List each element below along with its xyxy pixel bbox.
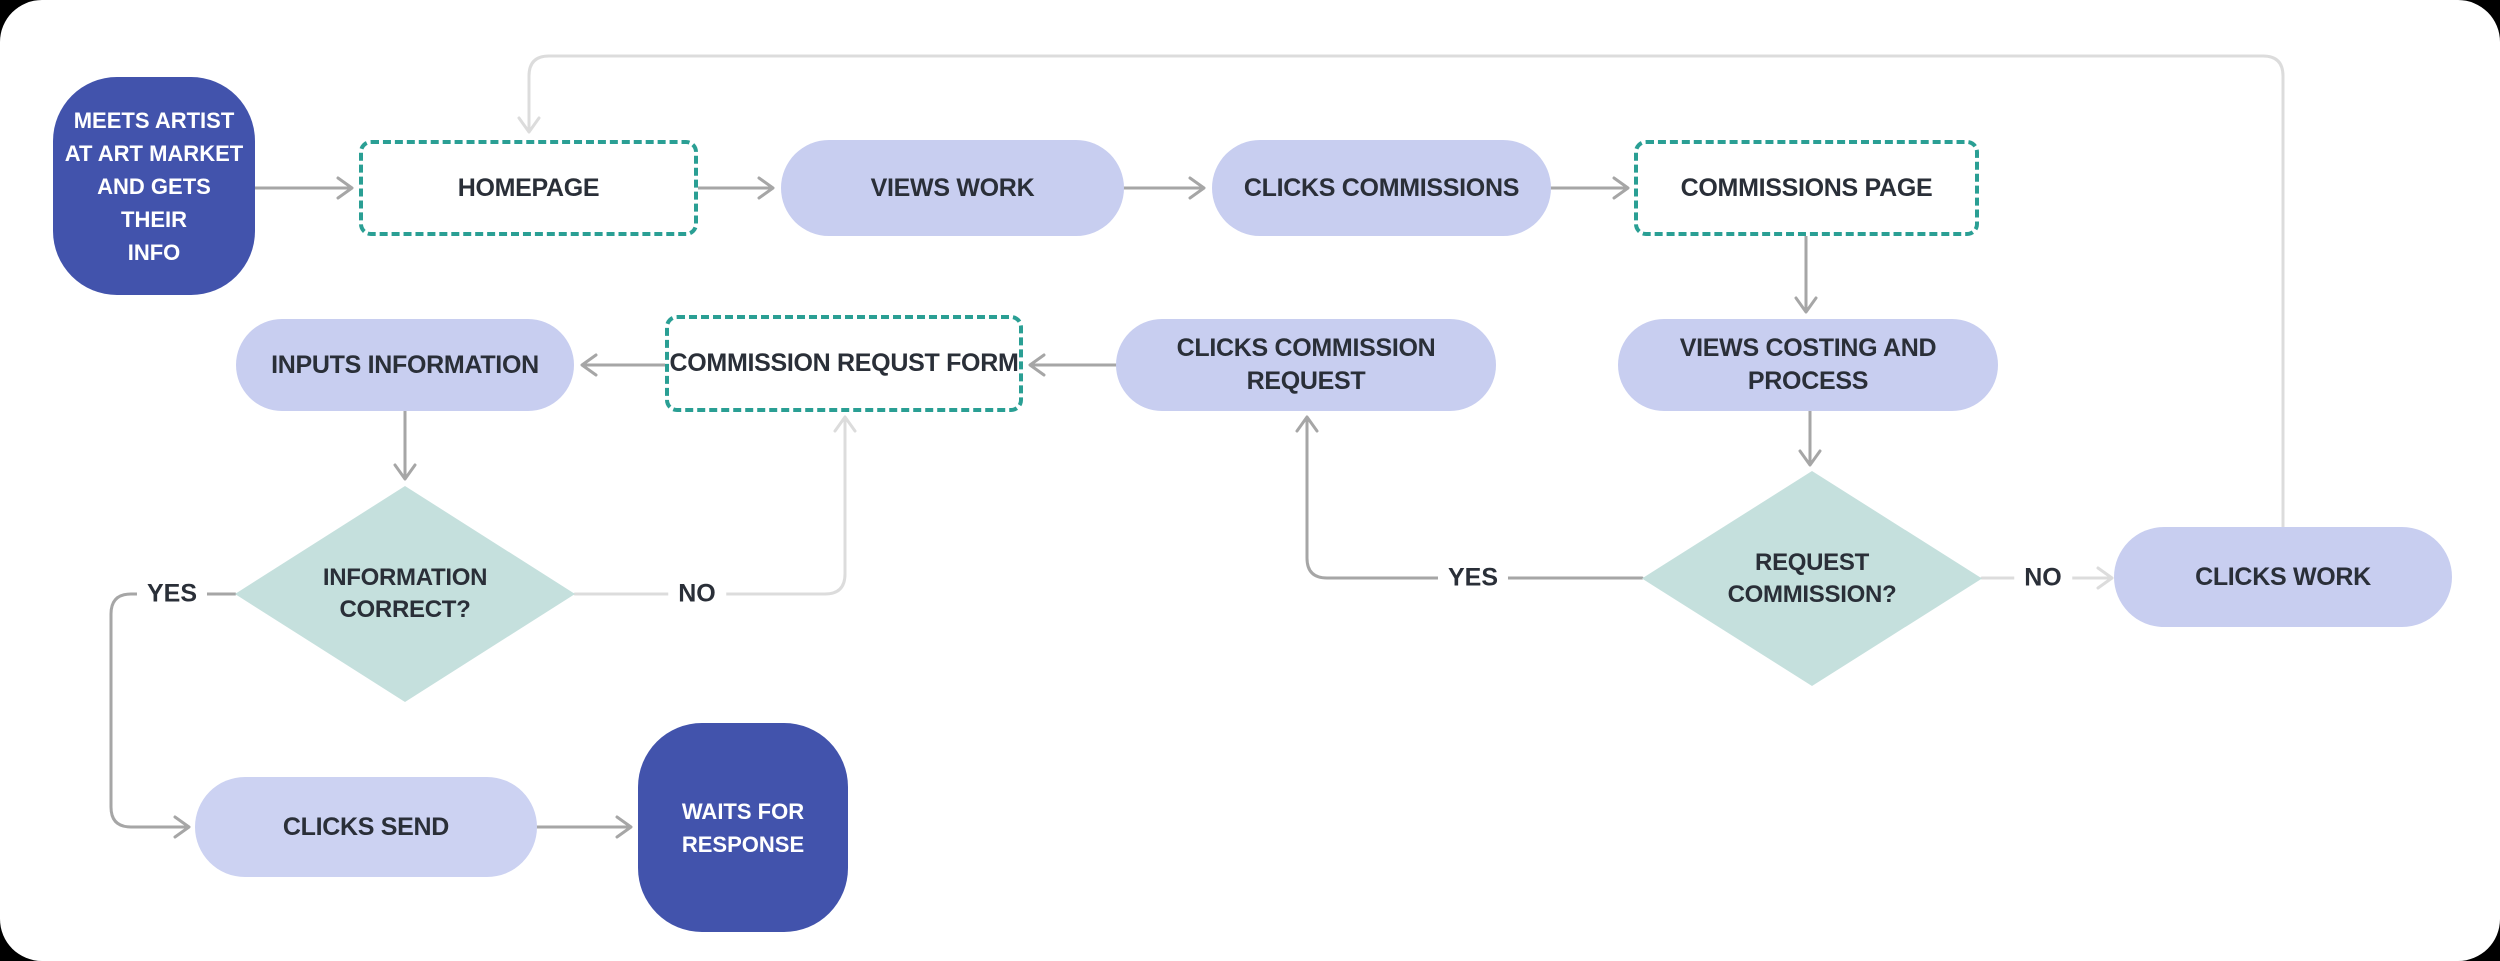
edge-clicks-commissions-to-commissions-page — [1549, 176, 1630, 200]
edge-label-request-commission-yes: YES — [1437, 561, 1509, 595]
edge-label-request-commission-no: NO — [2014, 561, 2072, 595]
node-clicks-commissions: CLICKS COMMISSIONS — [1212, 140, 1551, 236]
node-meets-artist: MEETS ARTIST AT ART MARKET AND GETS THEI… — [53, 77, 255, 295]
node-views-work: VIEWS WORK — [781, 140, 1124, 236]
edge-views-costing-to-request-commission — [1798, 409, 1822, 467]
edge-clicks-work-loop-to-homepage — [517, 54, 2285, 529]
edge-label-information-correct-no: NO — [668, 577, 726, 611]
node-homepage: HOMEPAGE — [359, 140, 698, 236]
node-clicks-send: CLICKS SEND — [195, 777, 537, 877]
node-waits-for-response: WAITS FOR RESPONSE — [638, 723, 848, 932]
node-clicks-commission-request: CLICKS COMMISSION REQUEST — [1116, 319, 1496, 411]
node-commission-request-form: COMMISSION REQUST FORM — [665, 315, 1023, 412]
node-inputs-information: INPUTS INFORMATION — [236, 319, 574, 411]
edge-form-to-inputs-information — [580, 353, 667, 377]
node-views-costing-and-process: VIEWS COSTING AND PROCESS — [1618, 319, 1998, 411]
edge-information-correct-no-to-form — [573, 415, 857, 596]
edge-label-information-correct-yes: YES — [136, 577, 208, 611]
edge-inputs-information-to-information-correct — [393, 409, 417, 481]
edge-commissions-page-to-views-costing — [1794, 234, 1818, 314]
edge-information-correct-yes-to-clicks-send — [109, 592, 237, 839]
edge-meets-artist-to-homepage — [253, 176, 354, 200]
edge-clicks-send-to-waits-for-response — [535, 815, 633, 839]
node-commissions-page: COMMISSIONS PAGE — [1634, 140, 1979, 236]
edge-views-work-to-clicks-commissions — [1122, 176, 1206, 200]
edge-request-commission-yes-to-clicks-commission-request — [1295, 415, 1644, 580]
edge-clicks-commission-request-to-form — [1028, 353, 1118, 377]
node-clicks-work: CLICKS WORK — [2114, 527, 2452, 627]
edge-homepage-to-views-work — [696, 176, 775, 200]
